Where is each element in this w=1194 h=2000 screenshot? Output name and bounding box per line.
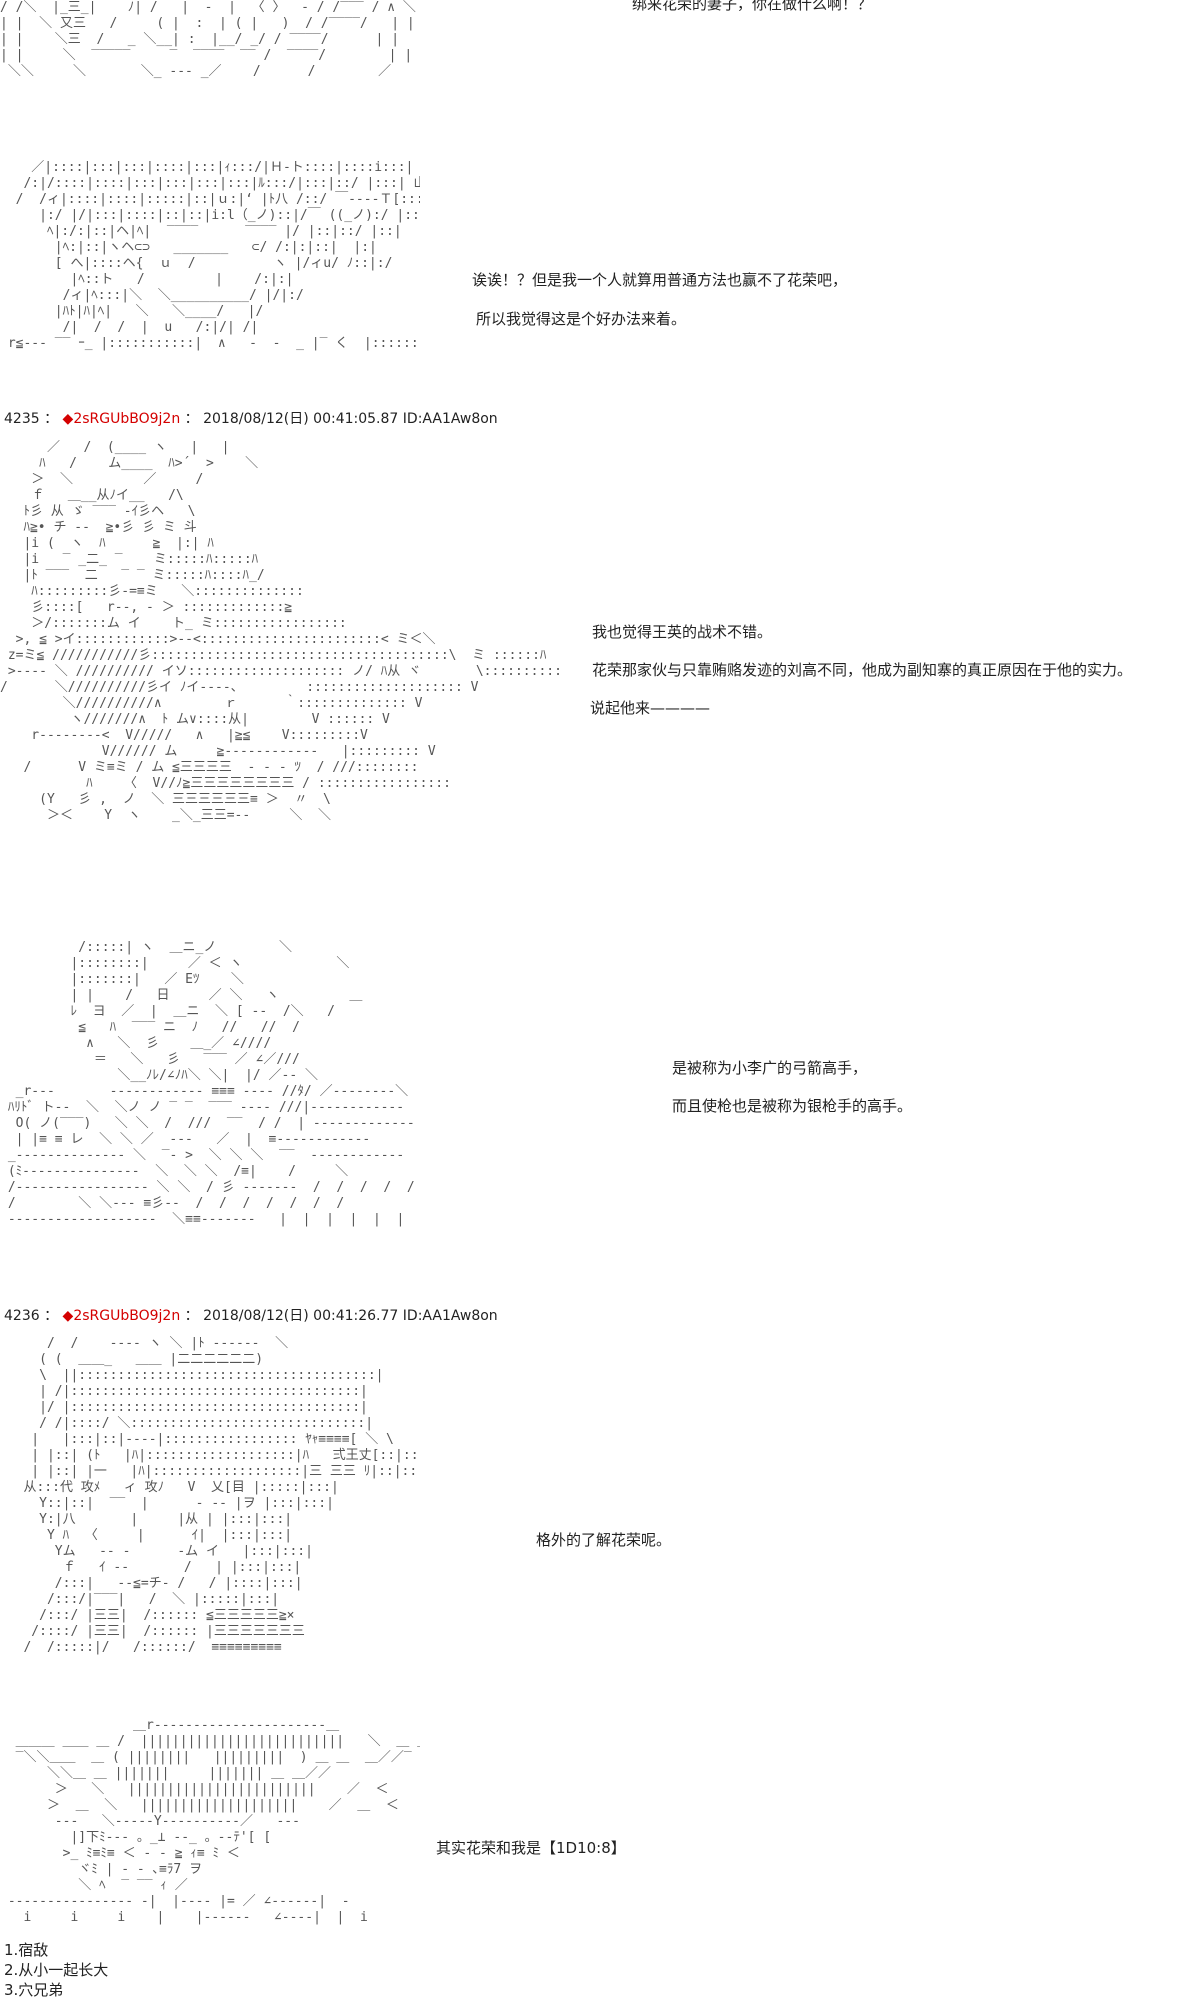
post-number[interactable]: 4235 xyxy=(4,411,40,427)
post-header-4236: 4236 ： ◆2sRGUbBO9j2n ： 2018/08/12(日) 00:… xyxy=(4,1307,498,1325)
dialog-line-3: 我也觉得王英的战术不错。 xyxy=(592,623,773,641)
post-trip[interactable]: 2sRGUbBO9j2n xyxy=(73,1308,181,1324)
dialog-line-4: 花荣那家伙与只靠贿赂发迹的刘高不同，他成为副知寨的真正原因在于他的实力。 xyxy=(592,661,1133,679)
ascii-art-wang-ying: ／|::::|:::|:::|::::|:::|ｨ:::/|Ｈ‐ト::::|::… xyxy=(7,160,420,351)
post-datetime: 2018/08/12(日) 00:41:05.87 xyxy=(203,411,399,427)
ascii-art-archer-scene: /:::::| ヽ ＿ニ_ノ ＼ |::::::::| ／ ＜ ヽ ＼ |:::… xyxy=(7,940,415,1227)
post-id[interactable]: ID:AA1Aw8on xyxy=(402,1308,498,1324)
dialog-line-5: 说起他来———— xyxy=(590,699,711,717)
post-separator: ： xyxy=(184,1308,199,1324)
post-id[interactable]: ID:AA1Aw8on xyxy=(402,411,498,427)
list-item: 3.穴兄弟 xyxy=(4,1981,64,1999)
ascii-art-hooded-figure: / / ‐‐‐‐ ヽ ＼ |ﾄ ‐‐‐‐‐‐ ＼ ( ( ＿＿_ ＿＿ |二二二… xyxy=(23,1336,420,1655)
ascii-art-speaker-armored: ／ / (____ ヽ | | ﾊ / ム____ ﾊ>´ > ＼ ＞ ＼ ／ … xyxy=(0,440,560,823)
dialog-line-8: 格外的了解花荣呢。 xyxy=(536,1531,672,1549)
ascii-art-wife: / 〈 |三| | | ム ‐‐| Ｖ | | 〈 |‾‾‾‾ / ム / /＼… xyxy=(0,0,416,79)
dialog-line-6: 是被称为小李广的弓箭高手， xyxy=(672,1059,868,1077)
trip-marker-icon: ◆ xyxy=(62,411,74,427)
post-separator: ： xyxy=(184,411,199,427)
list-item: 2.从小一起长大 xyxy=(4,1961,109,1979)
post-trip[interactable]: 2sRGUbBO9j2n xyxy=(73,411,181,427)
post-separator: ： xyxy=(44,411,59,427)
dialog-line-9: 其实花荣和我是【1D10:8】 xyxy=(436,1839,626,1857)
dialog-line-top: 绑来花荣的妻子，你在做什么啊！？ xyxy=(632,0,873,13)
ascii-art-dice-face: ＿r‐‐‐‐‐‐‐‐‐‐‐‐‐‐‐‐‐‐‐‐‐‐＿ ＿＿＿ ＿＿ ＿ / |||… xyxy=(7,1718,420,1925)
post-separator: ： xyxy=(44,1308,59,1324)
post-header-4235: 4235 ： ◆2sRGUbBO9j2n ： 2018/08/12(日) 00:… xyxy=(4,410,498,428)
trip-marker-icon: ◆ xyxy=(62,1308,74,1324)
dialog-line-1: 诶诶！？但是我一个人就算用普通方法也赢不了花荣吧， xyxy=(472,271,848,289)
list-item: 1.宿敌 xyxy=(4,1941,49,1959)
dialog-line-7: 而且使枪也是被称为银枪手的高手。 xyxy=(672,1097,913,1115)
post-datetime: 2018/08/12(日) 00:41:26.77 xyxy=(203,1308,399,1324)
option-list: 1.宿敌 2.从小一起长大 3.穴兄弟 xyxy=(4,1940,108,2000)
post-number[interactable]: 4236 xyxy=(4,1308,40,1324)
dialog-line-2: 所以我觉得这是个好办法来着。 xyxy=(476,310,687,328)
